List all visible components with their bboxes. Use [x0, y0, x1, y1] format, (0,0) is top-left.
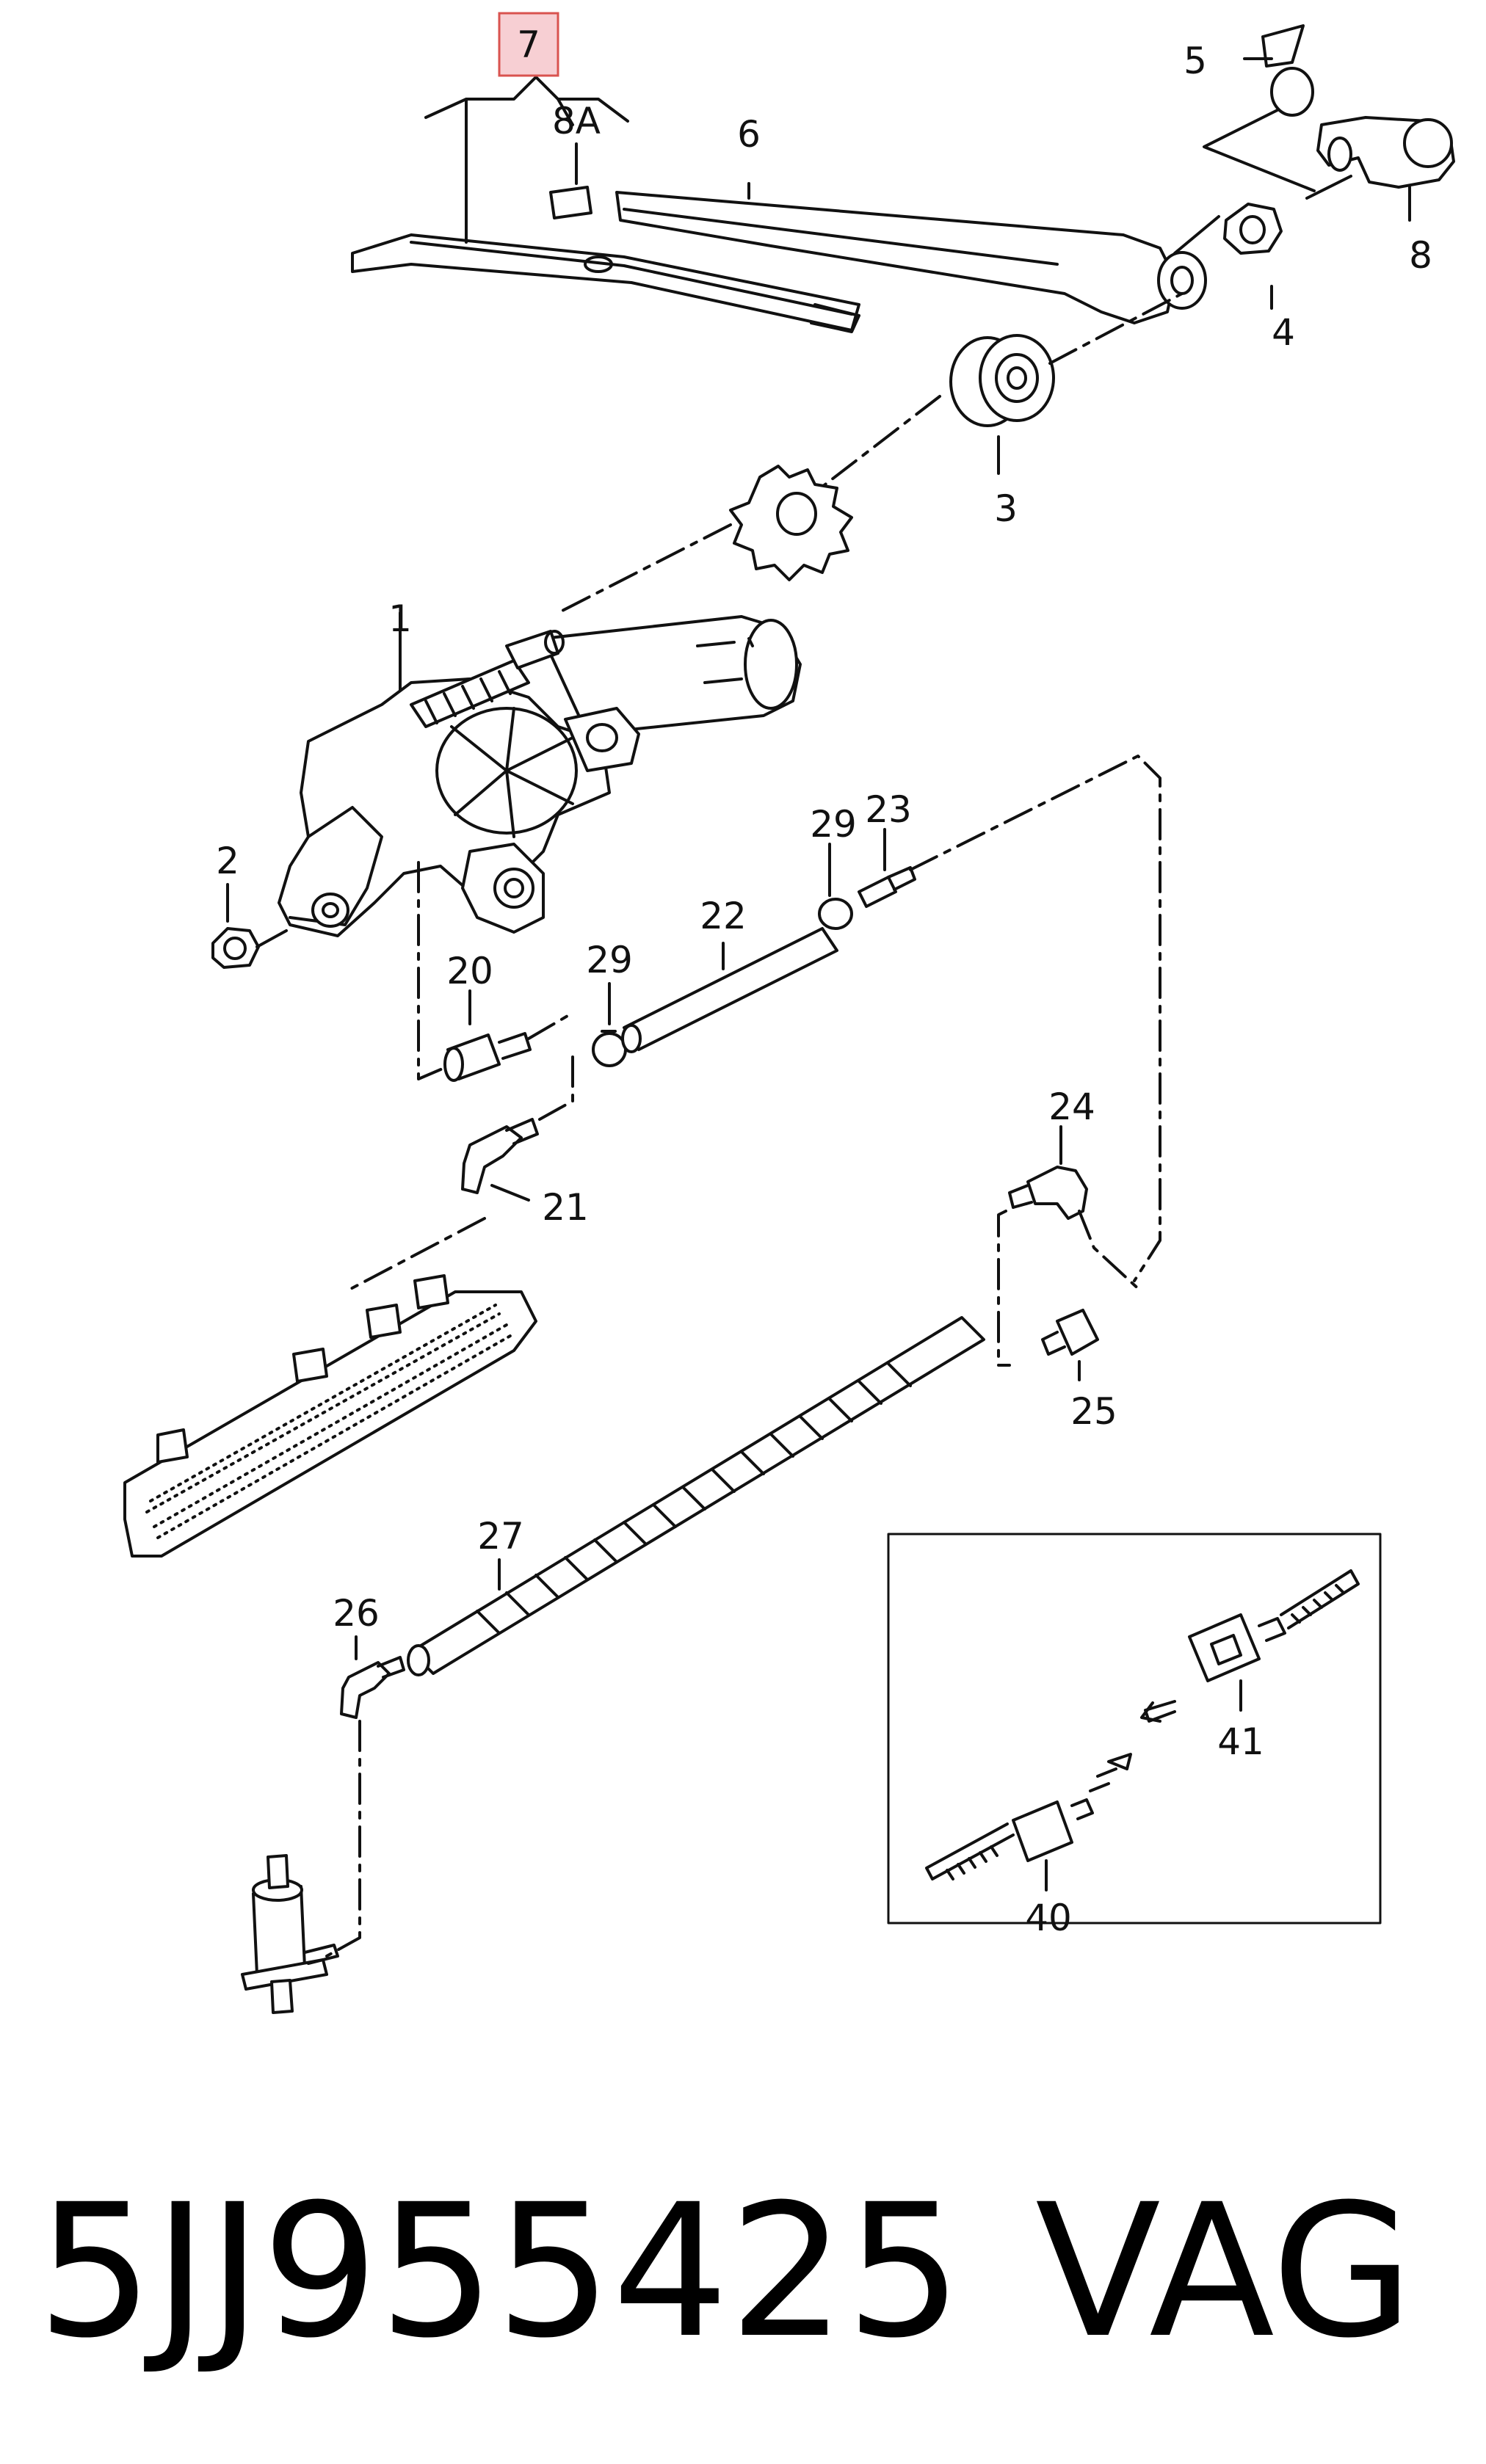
axis-line-lower	[557, 523, 732, 614]
callout-2: 2	[216, 840, 239, 882]
callout-41: 41	[1217, 1720, 1264, 1763]
trim-strip	[123, 1274, 537, 1558]
part-number: 5JJ955425	[37, 2165, 963, 2378]
nut-part-4	[1223, 203, 1283, 310]
brand-name: VAG	[1035, 2165, 1414, 2378]
callout-27: 27	[477, 1515, 524, 1558]
callout-25: 25	[1070, 1390, 1117, 1433]
clamp-part-29-lower	[592, 982, 627, 1067]
callout-7: 7	[517, 23, 540, 66]
callout-6: 6	[737, 113, 761, 156]
gear-seal	[729, 465, 853, 581]
callout-29-upper: 29	[810, 803, 857, 846]
connector-part-25	[1041, 1309, 1099, 1381]
cover-part-5	[1203, 24, 1316, 192]
grommet-part-3	[949, 334, 1055, 475]
cap-part-8A	[549, 142, 592, 219]
connector-part-40	[925, 1753, 1132, 1891]
corrugated-hose-part-27	[407, 1316, 985, 1676]
elbow-part-24	[997, 1125, 1143, 1367]
callout-labels: 7 8A 6 5 8 4 3 1 2 20 29 22 29 23 21 24 …	[216, 23, 1432, 1939]
callout-3: 3	[994, 487, 1018, 530]
connector-part-41	[1140, 1569, 1360, 1723]
callout-8: 8	[1409, 234, 1432, 277]
callout-4: 4	[1272, 311, 1295, 354]
wiper-motor-part-1	[278, 611, 802, 937]
nozzle-cap-part-8	[1305, 116, 1455, 222]
exploded-parts-diagram: 7 8A 6 5 8 4 3 1 2 20 29 22 29 23 21 24 …	[123, 12, 1455, 2014]
callout-7-highlight	[498, 12, 559, 77]
wiper-arm-part-6	[615, 182, 1207, 324]
caption: 5JJ955425 VAG	[29, 2151, 1468, 2393]
clamp-part-29-upper	[818, 843, 853, 930]
leader-4-to-arm	[1173, 215, 1220, 255]
callout-21: 21	[542, 1186, 589, 1229]
long-hose-guide	[909, 755, 1161, 1282]
callout-40: 40	[1025, 1897, 1072, 1939]
callout-26: 26	[333, 1592, 380, 1635]
callout-24: 24	[1048, 1086, 1095, 1128]
inset-box	[887, 1533, 1382, 1925]
bracket-7	[424, 76, 629, 244]
callout-29-lower: 29	[586, 939, 633, 981]
elbow-part-26	[325, 1635, 405, 1958]
callout-22: 22	[700, 895, 747, 937]
callout-20: 20	[446, 950, 493, 992]
callout-5: 5	[1184, 40, 1207, 82]
axis-line-upper	[1048, 292, 1184, 365]
callout-1: 1	[388, 597, 412, 640]
callout-23: 23	[865, 788, 912, 831]
hose-part-22	[621, 927, 838, 1053]
connector-part-23	[858, 828, 916, 908]
wiper-blade-part-7	[351, 233, 860, 333]
elbow-part-21	[344, 1055, 574, 1293]
nut-part-2	[211, 883, 288, 969]
callout-8A: 8A	[552, 100, 601, 142]
washer-pump	[241, 1854, 339, 2014]
connector-part-20	[443, 989, 574, 1082]
